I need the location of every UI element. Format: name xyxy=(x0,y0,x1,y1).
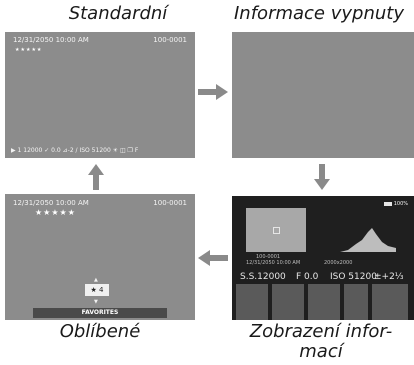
standard-screen: 12/31/2050 10:00 AM 100-0001 ★★★★★ ▶ 1 1… xyxy=(5,32,195,158)
arrow-left-shape xyxy=(198,250,228,266)
histogram xyxy=(340,228,396,252)
favorites-screen: 12/31/2050 10:00 AM 100-0001 ★★★★★ ▲ ★ 4… xyxy=(5,194,195,320)
arrow-down-shape xyxy=(314,164,330,190)
battery-indicator: 100% xyxy=(384,200,408,208)
arrow-down-icon xyxy=(314,164,330,190)
info-off-screen xyxy=(232,32,414,158)
info-exposure-compensation: ±+2⅓ xyxy=(374,272,404,282)
favorites-frame-number: 100-0001 xyxy=(153,199,187,207)
favorites-stars: ★★★★★ xyxy=(35,208,76,217)
caption-info-display: Zobrazení infor- mací xyxy=(249,321,393,362)
info-image-size: 2000x2000 xyxy=(324,260,353,266)
info-frame-number: 100-0001 xyxy=(256,254,281,260)
rating-up-arrow-icon: ▲ xyxy=(94,277,98,283)
standard-datetime: 12/31/2050 10:00 AM xyxy=(13,36,89,44)
info-panel-5 xyxy=(372,284,408,320)
focus-point-icon xyxy=(273,227,280,234)
battery-icon xyxy=(384,201,393,206)
info-panel-3 xyxy=(308,284,340,320)
info-panel-4 xyxy=(344,284,368,320)
image-thumbnail xyxy=(246,208,306,252)
info-aperture: F 0.0 xyxy=(296,272,319,282)
info-panel-2 xyxy=(272,284,304,320)
arrow-left-icon xyxy=(198,250,228,266)
info-panel-1 xyxy=(236,284,268,320)
battery-percent: 100% xyxy=(393,201,408,207)
info-display-screen: 100% 100-0001 12/31/2050 10:00 AM 2000x2… xyxy=(232,196,414,320)
info-shutter-speed: S.S.12000 xyxy=(240,272,286,282)
arrow-up-shape xyxy=(88,164,104,190)
arrow-right-shape xyxy=(198,84,228,100)
histogram-shape xyxy=(340,228,396,252)
caption-standard: Standardní xyxy=(68,3,168,24)
arrow-right-icon xyxy=(198,84,228,100)
favorites-datetime: 12/31/2050 10:00 AM xyxy=(13,199,89,207)
caption-info-off: Informace vypnuty xyxy=(234,3,404,24)
caption-favorites: Oblíbené xyxy=(59,321,141,342)
standard-frame-number: 100-0001 xyxy=(153,36,187,44)
rating-down-arrow-icon: ▼ xyxy=(94,299,98,305)
standard-stars: ★★★★★ xyxy=(15,47,43,53)
standard-status-bar: ▶ 1 12000 ✓ 0.0 ⊿-2 / ISO 51200 ☀ ◫ ❐ F xyxy=(11,147,139,154)
info-iso: ISO 51200 xyxy=(330,272,377,282)
rating-value-box: ★ 4 xyxy=(85,284,109,296)
info-datetime: 12/31/2050 10:00 AM xyxy=(246,260,301,266)
favorites-label: FAVORITES xyxy=(33,308,167,318)
arrow-up-icon xyxy=(88,164,104,190)
